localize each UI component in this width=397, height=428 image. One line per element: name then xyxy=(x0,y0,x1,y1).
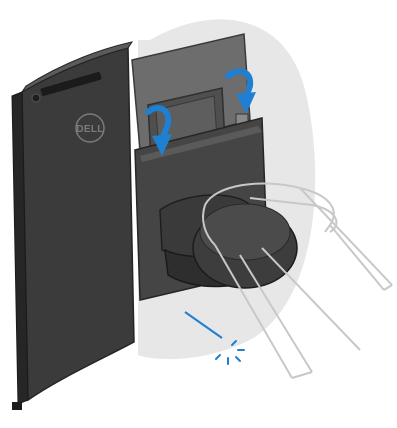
stand-neck-joint-top xyxy=(200,204,290,260)
monitor-power-button xyxy=(32,94,40,102)
monitor-side-foot xyxy=(12,402,22,410)
svg-text:DELL: DELL xyxy=(76,124,103,135)
